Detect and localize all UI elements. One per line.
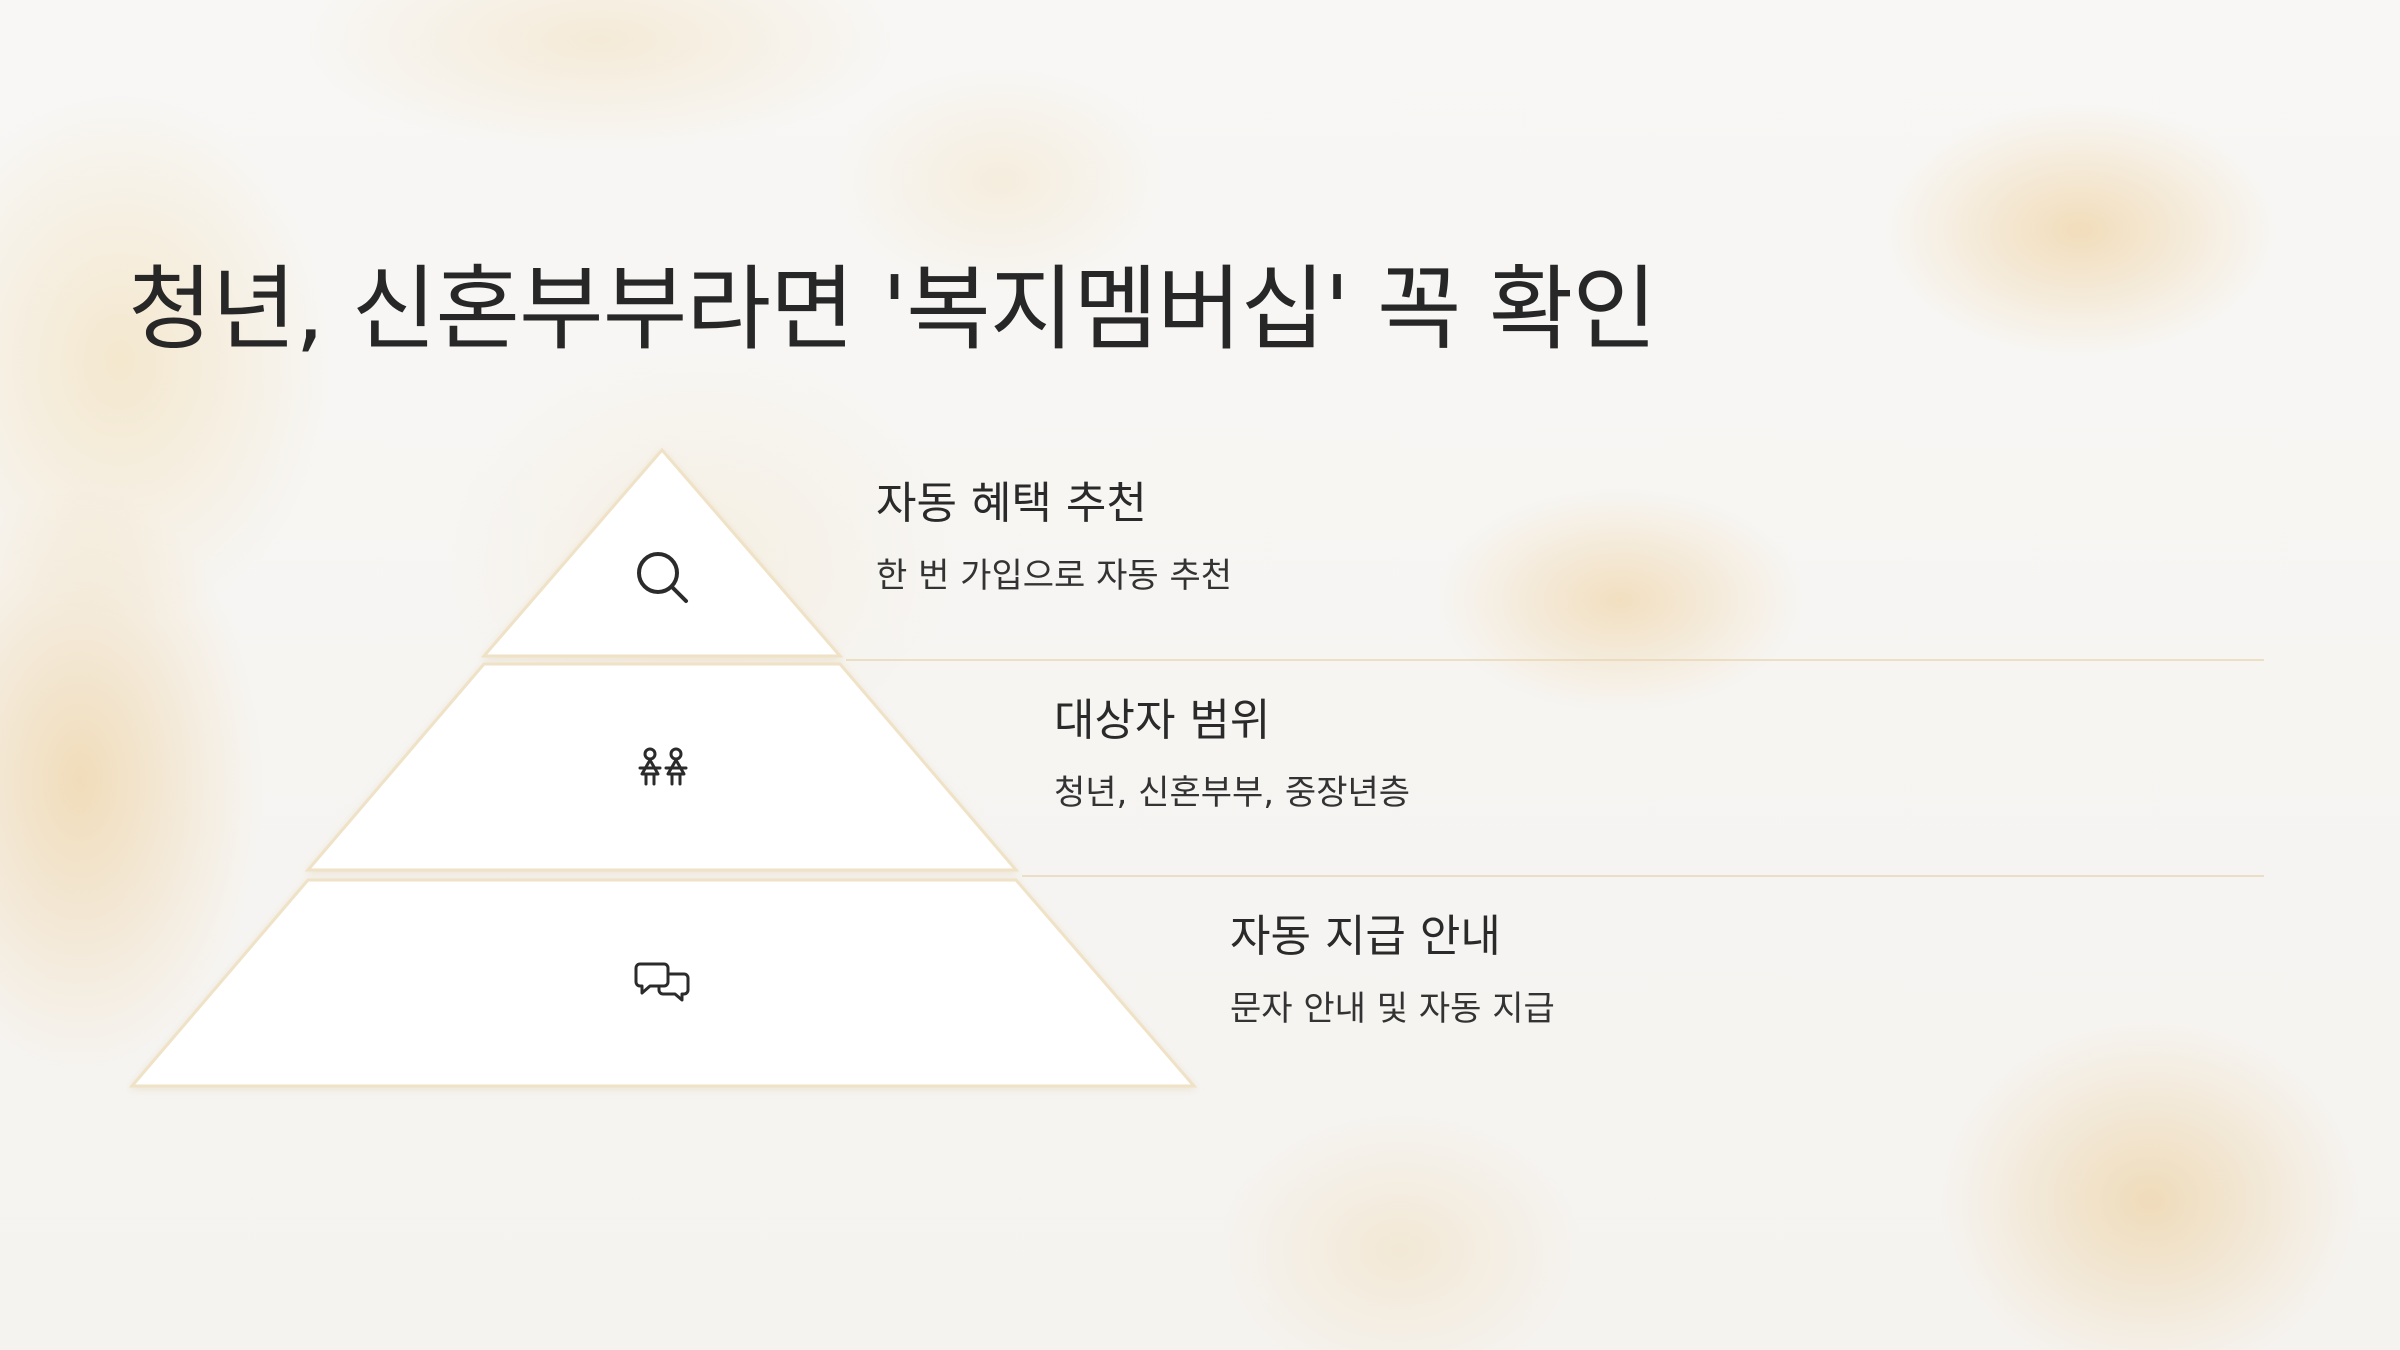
search-icon bbox=[637, 552, 688, 603]
level-2-heading: 대상자 범위 bbox=[1054, 695, 1271, 746]
level-1-description: 한 번 가입으로 자동 추천 bbox=[876, 556, 1233, 597]
slide-title: 청년, 신혼부부라면 '복지멤버십' 꼭 확인 bbox=[128, 256, 1657, 363]
pyramid-tier-2 bbox=[304, 662, 1020, 872]
level-3-description: 문자 안내 및 자동 지급 bbox=[1230, 989, 1555, 1030]
level-1-text: 자동 혜택 추천 한 번 가입으로 자동 추천 bbox=[876, 478, 1233, 597]
tier-divider-2 bbox=[1022, 875, 2264, 877]
couple-icon bbox=[638, 747, 688, 786]
level-1-heading: 자동 혜택 추천 bbox=[876, 478, 1147, 529]
level-2-text: 대상자 범위 청년, 신혼부부, 중장년층 bbox=[1054, 695, 1411, 814]
tier-divider-1 bbox=[846, 659, 2264, 661]
chat-bubbles-icon bbox=[634, 962, 690, 1002]
level-3-heading: 자동 지급 안내 bbox=[1230, 911, 1501, 962]
level-3-text: 자동 지급 안내 문자 안내 및 자동 지급 bbox=[1230, 911, 1555, 1030]
pyramid-tier-3 bbox=[128, 878, 1198, 1088]
level-2-description: 청년, 신혼부부, 중장년층 bbox=[1054, 773, 1411, 814]
